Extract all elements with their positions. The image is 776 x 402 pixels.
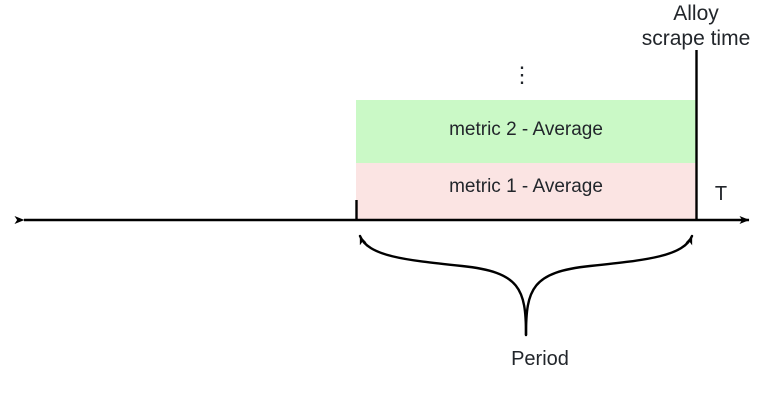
band-metric-2 [356, 100, 696, 163]
scrape-time-label: Alloy scrape time [641, 2, 751, 50]
period-brace-left [358, 234, 528, 337]
period-label: Period [511, 348, 569, 370]
vertical-ellipsis-icon: ⋮ [511, 62, 533, 87]
period-brace-right [524, 234, 694, 337]
band-metric-1-label: metric 1 - Average [449, 176, 603, 197]
band-metric-1 [356, 163, 696, 220]
time-axis-label: T [714, 183, 728, 205]
band-metric-2-label: metric 2 - Average [449, 119, 603, 140]
